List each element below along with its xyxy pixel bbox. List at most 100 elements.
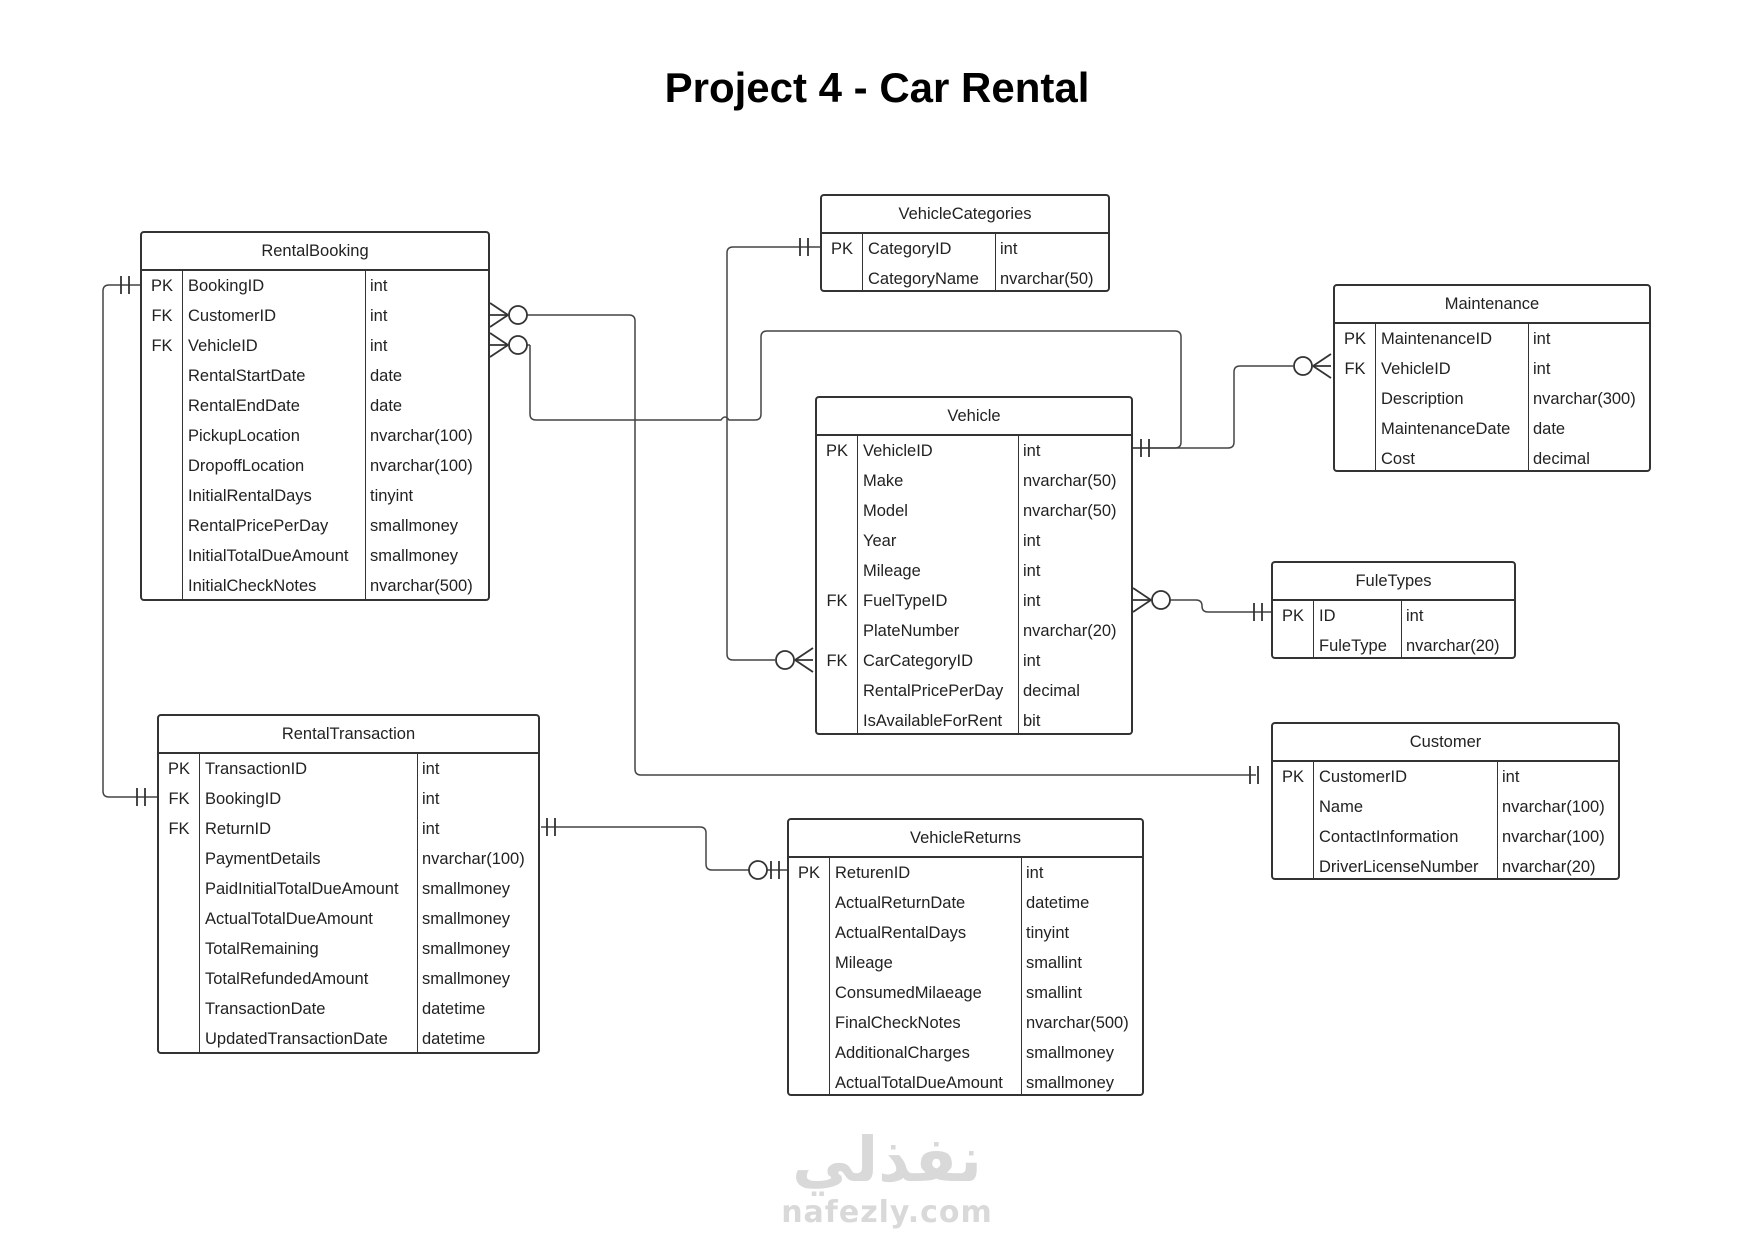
field-name: Model: [863, 502, 908, 520]
field-name: PaymentDetails: [205, 850, 321, 868]
field-name: Mileage: [863, 562, 921, 580]
entity-row: ContactInformation nvarchar(100): [1273, 822, 1618, 852]
field-type: smallmoney: [422, 970, 511, 988]
field-type: nvarchar(50): [1000, 270, 1094, 288]
field-type: tinyint: [370, 487, 414, 505]
field-type: int: [1000, 240, 1018, 258]
key-marker: FK: [168, 790, 190, 808]
key-marker: PK: [825, 442, 848, 460]
key-marker: FK: [826, 592, 848, 610]
field-type: int: [1533, 360, 1551, 378]
field-name: PaidInitialTotalDueAmount: [205, 880, 399, 898]
entity-row: FK FuelTypeID int: [817, 586, 1131, 616]
field-type: int: [1023, 442, 1041, 460]
field-name: RentalPricePerDay: [863, 682, 1004, 700]
field-name: ActualTotalDueAmount: [205, 910, 373, 928]
key-marker: PK: [1281, 607, 1304, 625]
field-type: date: [1533, 420, 1566, 438]
field-name: BookingID: [188, 277, 265, 295]
field-name: RentalStartDate: [188, 367, 306, 385]
field-name: VehicleID: [188, 337, 258, 355]
field-name: TransactionDate: [205, 1000, 326, 1018]
entity-row: Model nvarchar(50): [817, 496, 1131, 526]
field-name: FuelTypeID: [863, 592, 948, 610]
field-type: nvarchar(100): [370, 457, 473, 475]
field-type: int: [1502, 768, 1520, 786]
field-name: CustomerID: [188, 307, 277, 325]
field-type: nvarchar(100): [1502, 828, 1605, 846]
field-type: int: [370, 337, 388, 355]
field-name: MaintenanceDate: [1381, 420, 1511, 438]
field-name: CarCategoryID: [863, 652, 974, 670]
field-name: ConsumedMilaeage: [835, 984, 982, 1002]
entity-title: FuleTypes: [1273, 563, 1514, 601]
entity-title: RentalTransaction: [159, 716, 538, 754]
entity-row: InitialRentalDays tinyint: [142, 481, 488, 511]
field-type: nvarchar(50): [1023, 502, 1117, 520]
entity-row: PK ID int: [1273, 601, 1514, 631]
watermark-arabic: نفذلي: [792, 1123, 982, 1196]
key-marker: PK: [1343, 330, 1366, 348]
field-name: TotalRefundedAmount: [205, 970, 369, 988]
field-name: InitialCheckNotes: [188, 577, 317, 595]
rel-fueltype-vehicle: [1169, 599, 1271, 613]
field-type: smallmoney: [422, 880, 511, 898]
field-type: int: [422, 790, 440, 808]
rel-customer-booking: [527, 314, 1256, 776]
field-name: PlateNumber: [863, 622, 960, 640]
key-marker: PK: [167, 760, 190, 778]
field-name: Name: [1319, 798, 1364, 816]
field-name: DropoffLocation: [188, 457, 305, 475]
field-name: AdditionalCharges: [835, 1044, 970, 1062]
field-type: int: [1023, 532, 1041, 550]
field-type: int: [1023, 562, 1041, 580]
field-type: nvarchar(300): [1533, 390, 1636, 408]
field-name: Cost: [1381, 450, 1415, 468]
field-type: smallmoney: [370, 517, 459, 535]
watermark-domain: nafezly.com: [781, 1195, 993, 1230]
field-name: ContactInformation: [1319, 828, 1459, 846]
field-type: datetime: [422, 1030, 486, 1048]
rel-booking-transaction: [102, 284, 157, 798]
watermark: نفذلي nafezly.com: [777, 1125, 997, 1231]
entity-title: Vehicle: [817, 398, 1131, 436]
key-marker: PK: [150, 277, 173, 295]
key-marker: FK: [151, 337, 173, 355]
field-type: int: [1023, 592, 1041, 610]
field-name: TransactionID: [205, 760, 308, 778]
field-type: decimal: [1023, 682, 1080, 700]
field-name: InitialRentalDays: [188, 487, 312, 505]
field-name: ID: [1319, 607, 1336, 625]
entity-row: RentalPricePerDay decimal: [817, 676, 1131, 706]
field-type: int: [1406, 607, 1424, 625]
field-type: date: [370, 367, 403, 385]
